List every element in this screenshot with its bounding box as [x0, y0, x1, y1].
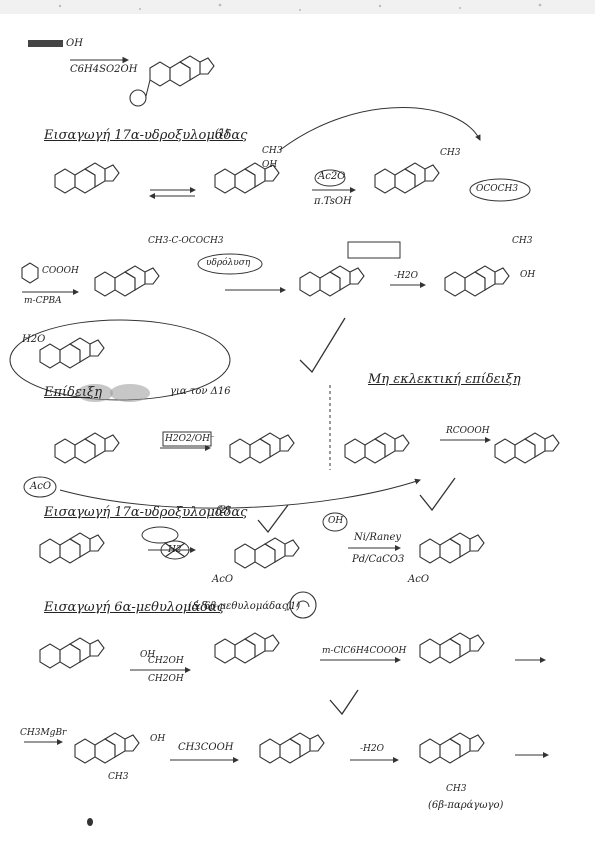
section6-heading: Εισαγωγή 6α-μεθυλομάδας [44, 600, 225, 615]
section7-note: (6β-παράγωγο) [428, 800, 504, 811]
section1-reagent-a: Ac2O [318, 171, 346, 182]
section6-reagent-c: m-ClC6H4COOOH [322, 646, 407, 656]
section4-heading: Επίδειξη [44, 385, 102, 400]
section6-reagent-b: CH2OH [148, 674, 184, 684]
section5-oh: OH [328, 516, 344, 526]
section1-ch3-product: CH3 [440, 148, 461, 158]
section2-reagent-formula: COOOH [42, 266, 79, 276]
section1-oac-label: OCOCH3 [476, 184, 519, 194]
section5-strike: H2 [168, 545, 182, 555]
section2-loss: -H2O [394, 271, 418, 281]
section1-reagent-b: π.TsOH [314, 196, 352, 207]
section2-group: CH3-C-OCOCH3 [148, 236, 224, 246]
section1-oh-label: OH [262, 160, 278, 170]
top-oh-label: OH [66, 38, 83, 49]
section5-aco-mid: AcO [212, 574, 234, 585]
section4-reagent-b: RCOOOH [446, 426, 490, 436]
section2-product-oh: OH [520, 270, 536, 280]
section5-heading: Εισαγωγή 17α-υδροξυλομάδας [44, 505, 248, 520]
section7-reagent-a: CH3MgBr [20, 728, 67, 738]
section5-aco-right: AcO [408, 574, 430, 585]
section1-ch3-label: CH3 [262, 146, 283, 156]
section7-reagent-c: -H2O [360, 744, 384, 754]
section6-marker: (1) [286, 601, 301, 612]
section7-reagent-b: CH3COOH [178, 742, 234, 753]
section6-reagent-a: CH2OH [148, 656, 184, 666]
section3-reagent: H2O [22, 334, 46, 345]
section7-ch3: CH3 [108, 772, 129, 782]
section4-alt-heading: Μη εκλεκτική επίδειξη [368, 372, 521, 387]
section7-oh: OH [150, 734, 166, 744]
section6-oh: OH [140, 650, 156, 660]
section2-step: υδρόλυση [206, 258, 251, 268]
section5-marker: (2) [216, 505, 231, 516]
section4-aco-label: AcO [30, 481, 52, 492]
section1-heading: Εισαγωγή 17α-υδροξυλομάδας [44, 128, 248, 143]
section1-marker: (1) [215, 128, 230, 139]
section6-heading-tail: (& 6β-μεθυλομάδας) [188, 601, 292, 612]
top-reagent-label: C6H4SO2OH [70, 64, 138, 75]
section4-heading-tail: για τον Δ16 [170, 386, 231, 397]
section2-product-ch3: CH3 [512, 236, 533, 246]
section5-reagent-a: Ni/Raney [354, 532, 402, 543]
section4-reagent-a: H2O2/OH⁻ [165, 434, 215, 444]
section7-ch3-product: CH3 [446, 784, 467, 794]
section2-reagent: m-CPBA [24, 296, 62, 306]
section5-reagent-b: Pd/CaCO3 [352, 554, 405, 565]
